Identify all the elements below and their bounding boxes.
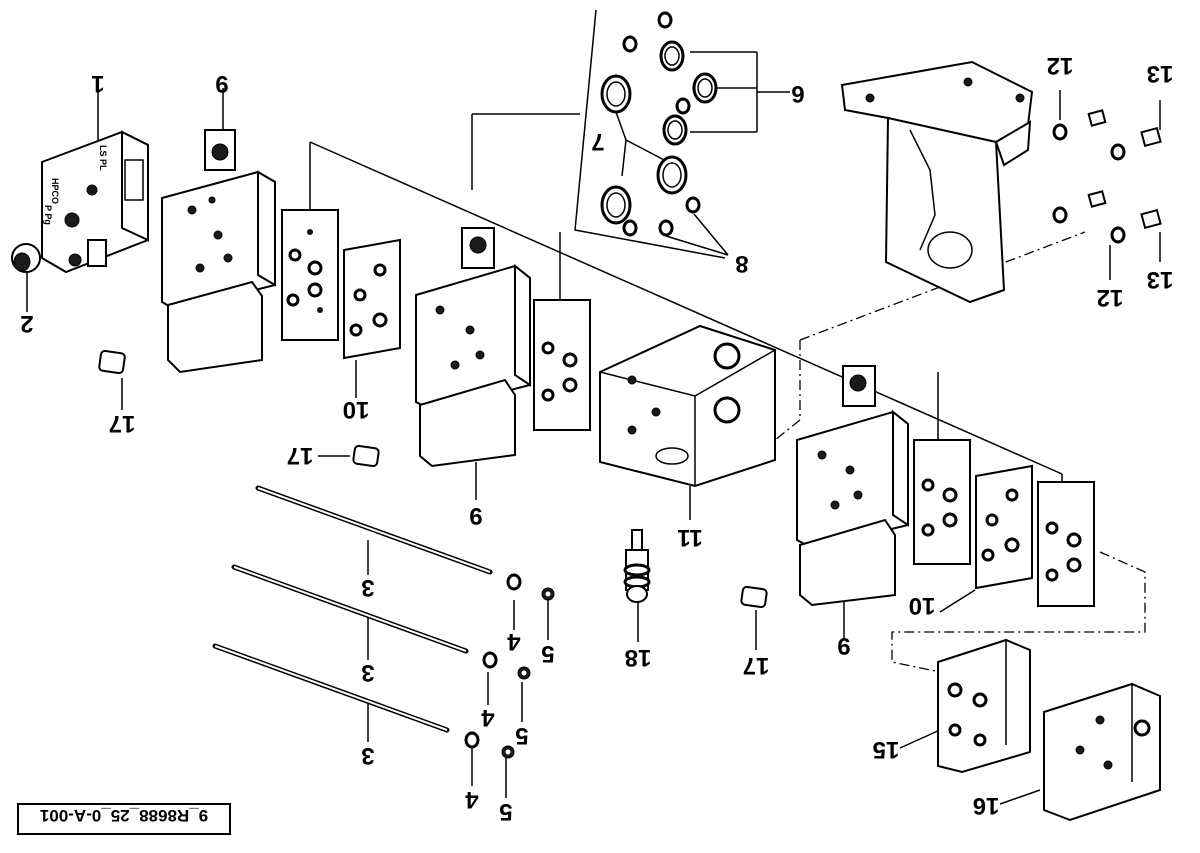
seal-kit-frame bbox=[574, 9, 726, 259]
callout-4-top: 4 bbox=[507, 628, 521, 655]
reference-code: 9_R8688_25_0-A-001 bbox=[40, 806, 208, 825]
mounting-washer bbox=[1052, 123, 1126, 244]
callout-7: 7 bbox=[591, 128, 604, 155]
end-plate-15 bbox=[937, 638, 1031, 774]
callout-12-bottom: 12 bbox=[1097, 284, 1124, 311]
callout-17-left: 17 bbox=[109, 410, 136, 437]
mounting-bracket bbox=[840, 60, 1034, 304]
nut bbox=[501, 587, 555, 759]
callout-5-middle: 5 bbox=[515, 722, 528, 749]
callout-4-bottom: 4 bbox=[465, 786, 479, 813]
intermediate-block bbox=[599, 324, 776, 488]
reference-code-box: 9_R8688_25_0-A-001 bbox=[17, 803, 231, 835]
callout-18: 18 bbox=[625, 644, 652, 671]
cartridge-valve bbox=[623, 529, 651, 603]
callout-10-left: 10 bbox=[343, 396, 370, 423]
callout-8: 8 bbox=[735, 250, 748, 277]
callout-labels: 1 9 2 17 10 17 9 11 18 17 9 10 15 16 3 3… bbox=[20, 52, 1173, 825]
key-block bbox=[98, 349, 768, 609]
callout-9-right: 9 bbox=[837, 632, 850, 659]
end-cover-inlet: HPCO P Pg LS PL bbox=[41, 130, 149, 274]
callout-5-top: 5 bbox=[541, 640, 554, 667]
cover-brand-text: HPCO bbox=[50, 178, 60, 204]
leader-lines bbox=[26, 51, 1161, 805]
callout-13-top: 13 bbox=[1147, 60, 1174, 87]
dash-dot-lines bbox=[774, 231, 1146, 673]
callout-10-right: 10 bbox=[909, 592, 936, 619]
callout-15: 15 bbox=[873, 736, 900, 763]
cover-port-text-left: P Pg bbox=[43, 205, 53, 225]
callout-11: 11 bbox=[677, 524, 702, 551]
callout-9-left: 9 bbox=[215, 70, 228, 97]
callout-2: 2 bbox=[20, 310, 33, 337]
o-ring-small bbox=[622, 11, 701, 237]
plug bbox=[11, 243, 41, 273]
callout-16: 16 bbox=[973, 792, 1000, 819]
callout-1: 1 bbox=[91, 70, 104, 97]
washer bbox=[464, 573, 522, 749]
callout-12-top: 12 bbox=[1047, 52, 1074, 79]
callout-17-right: 17 bbox=[743, 652, 770, 679]
callout-17-center: 17 bbox=[287, 442, 314, 469]
callout-9-center: 9 bbox=[469, 502, 482, 529]
callout-13-bottom: 13 bbox=[1147, 266, 1174, 293]
gasket-plate bbox=[281, 209, 1095, 607]
tie-rod bbox=[212, 485, 493, 733]
o-ring-large bbox=[600, 40, 718, 225]
cover-port-text-right: LS PL bbox=[98, 145, 108, 171]
callout-3-top: 3 bbox=[361, 574, 374, 601]
callout-3-middle: 3 bbox=[361, 659, 374, 686]
valve-section bbox=[161, 129, 909, 607]
callout-5-bottom: 5 bbox=[499, 798, 512, 825]
mounting-screw bbox=[1087, 109, 1162, 230]
callout-4-middle: 4 bbox=[481, 704, 495, 731]
callout-3-bottom: 3 bbox=[361, 742, 374, 769]
end-cover-16 bbox=[1043, 682, 1161, 822]
callout-6: 6 bbox=[791, 80, 804, 107]
